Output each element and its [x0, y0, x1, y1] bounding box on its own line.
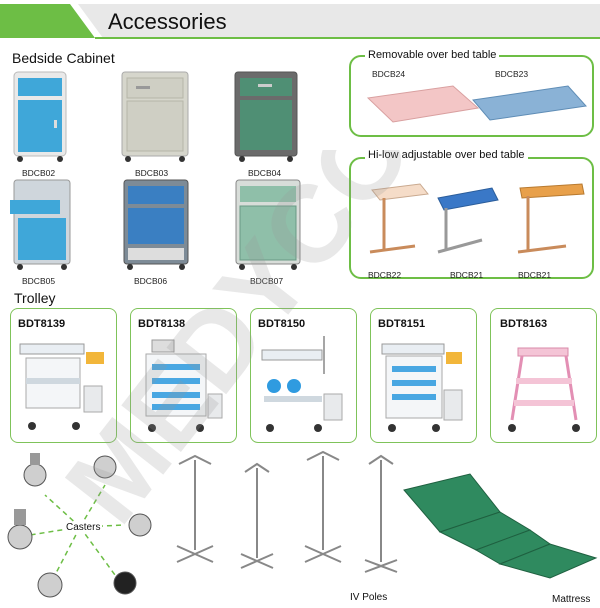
- cabinet-code: BDCB02: [22, 168, 56, 178]
- trolley-bdt8138-image: [145, 339, 223, 432]
- table-code: BDCB21: [518, 270, 552, 280]
- cabinet-code: BDCB05: [22, 276, 56, 286]
- hilow-tables-image: [369, 183, 585, 254]
- table-code: BDCB22: [368, 270, 402, 280]
- trolley-bdt8139-image: [19, 343, 104, 430]
- cabinet-bdcb06-image: [123, 179, 189, 270]
- cabinet-bdcb03-image: [121, 71, 189, 162]
- cabinet-bdcb07-image: [235, 179, 301, 270]
- removable-table-title: Removable over bed table: [365, 49, 500, 61]
- cabinet-bdcb04-image: [234, 71, 298, 162]
- cabinet-code: BDCB06: [134, 276, 168, 286]
- trolley-code: BDT8163: [500, 318, 548, 330]
- iv-poles-label: IV Poles: [350, 592, 388, 603]
- header-bar: [0, 4, 600, 39]
- trolley-code: BDT8138: [138, 318, 186, 330]
- mattress-label: Mattress: [552, 594, 591, 605]
- cabinet-code: BDCB07: [250, 276, 284, 286]
- mattress-image: [403, 473, 598, 579]
- cabinet-code: BDCB03: [135, 168, 169, 178]
- trolley-code: BDT8139: [18, 318, 66, 330]
- cabinet-bdcb02-image: [13, 71, 67, 162]
- trolley-code: BDT8150: [258, 318, 306, 330]
- removable-tables-image: [366, 85, 587, 123]
- casters-image: [7, 453, 152, 598]
- trolley-card: [490, 308, 597, 443]
- trolley-label: Trolley: [14, 290, 56, 306]
- table-code: BDCB24: [372, 69, 406, 79]
- trolley-code: BDT8151: [378, 318, 426, 330]
- casters-label: Casters: [64, 522, 103, 533]
- hilow-table-title: Hi-low adjustable over bed table: [365, 149, 528, 161]
- table-code: BDCB23: [495, 69, 529, 79]
- cabinet-code: BDCB04: [248, 168, 282, 178]
- trolley-bdt8163-image: [508, 347, 580, 432]
- table-code: BDCB21: [450, 270, 484, 280]
- cabinet-bdcb05-image: [10, 179, 71, 270]
- bedside-cabinet-label: Bedside Cabinet: [12, 50, 115, 66]
- iv-poles-image: [176, 450, 398, 573]
- trolley-bdt8151-image: [381, 343, 463, 432]
- trolley-bdt8150-image: [261, 336, 343, 432]
- page-title: Accessories: [108, 9, 227, 34]
